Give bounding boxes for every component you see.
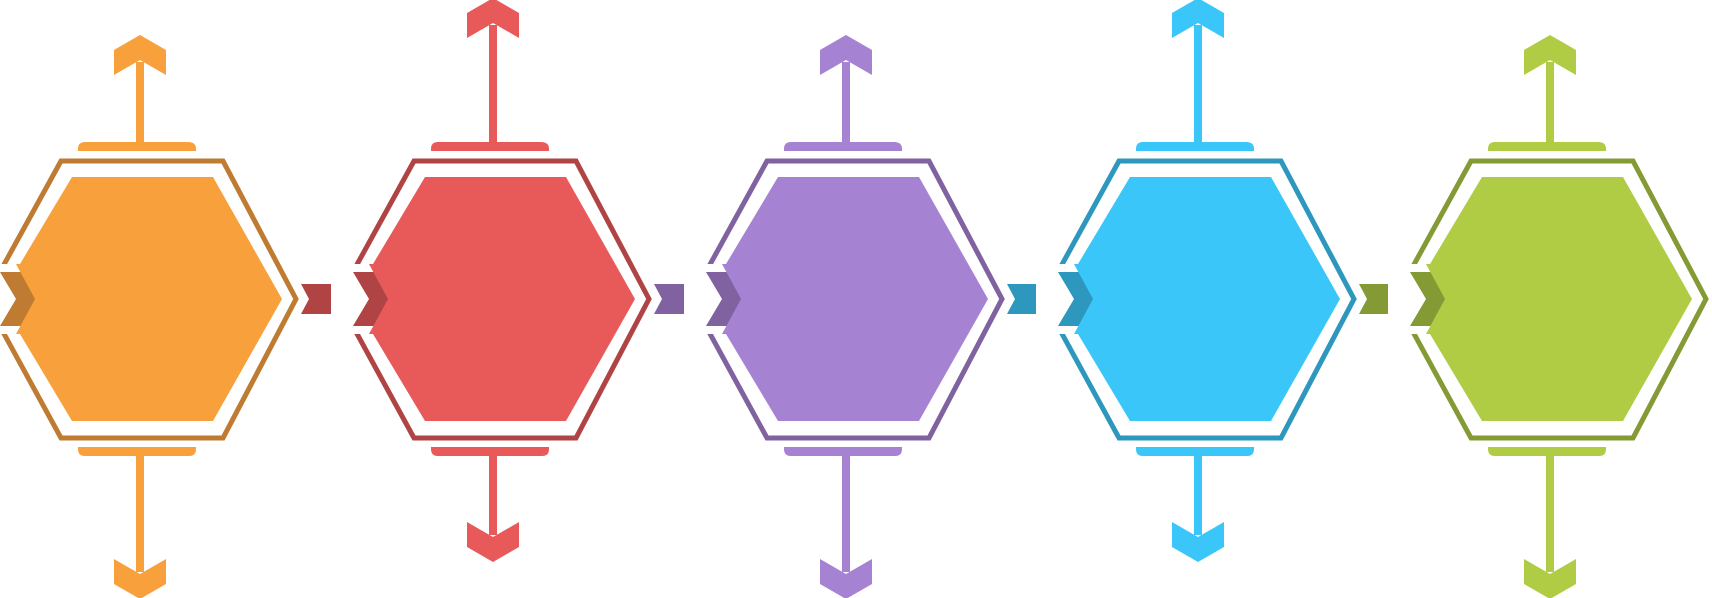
arrow-down-icon (1194, 456, 1202, 535)
step-1-outer-hexagon (0, 158, 299, 441)
arrow-down-head-icon (114, 559, 166, 598)
arrow-down-icon (489, 456, 497, 535)
arrow-up-head-icon (1172, 0, 1224, 38)
arrow-down-head-icon (1172, 522, 1224, 562)
step-3-inner-hexagon (722, 177, 988, 421)
step-2 (331, 0, 652, 562)
arrow-up-icon (136, 62, 144, 142)
step-5-inner-hexagon (1426, 177, 1692, 421)
step-4-bottom-tab (1136, 447, 1254, 456)
step-1-bottom-tab (78, 447, 196, 456)
arrow-up-head-icon (114, 35, 166, 75)
step-4 (1036, 0, 1357, 562)
step-2-bottom-tab (431, 447, 549, 456)
arrow-down-icon (1546, 456, 1554, 572)
step-3 (684, 35, 1005, 598)
step-1 (0, 35, 299, 598)
step-5 (1388, 35, 1709, 598)
step-5-top-tab (1488, 142, 1606, 151)
arrow-down-head-icon (1524, 559, 1576, 598)
arrow-down-head-icon (820, 559, 872, 598)
step-2-inner-hexagon (369, 177, 635, 421)
step-4-top-tab (1136, 142, 1254, 151)
step-3-bottom-tab (784, 447, 902, 456)
step-2-top-tab (431, 142, 549, 151)
step-1-inner-hexagon (16, 177, 282, 421)
step-3-top-tab (784, 142, 902, 151)
arrow-up-icon (1546, 62, 1554, 142)
arrow-up-head-icon (467, 0, 519, 38)
step-5-bottom-tab (1488, 447, 1606, 456)
step-1-top-tab (78, 142, 196, 151)
arrow-up-head-icon (820, 35, 872, 75)
arrow-down-head-icon (467, 522, 519, 562)
arrow-up-icon (489, 25, 497, 142)
step-4-inner-hexagon (1074, 177, 1340, 421)
arrow-up-icon (842, 62, 850, 142)
arrow-down-icon (136, 456, 144, 572)
arrow-down-icon (842, 456, 850, 572)
arrow-up-icon (1194, 25, 1202, 142)
arrow-up-head-icon (1524, 35, 1576, 75)
